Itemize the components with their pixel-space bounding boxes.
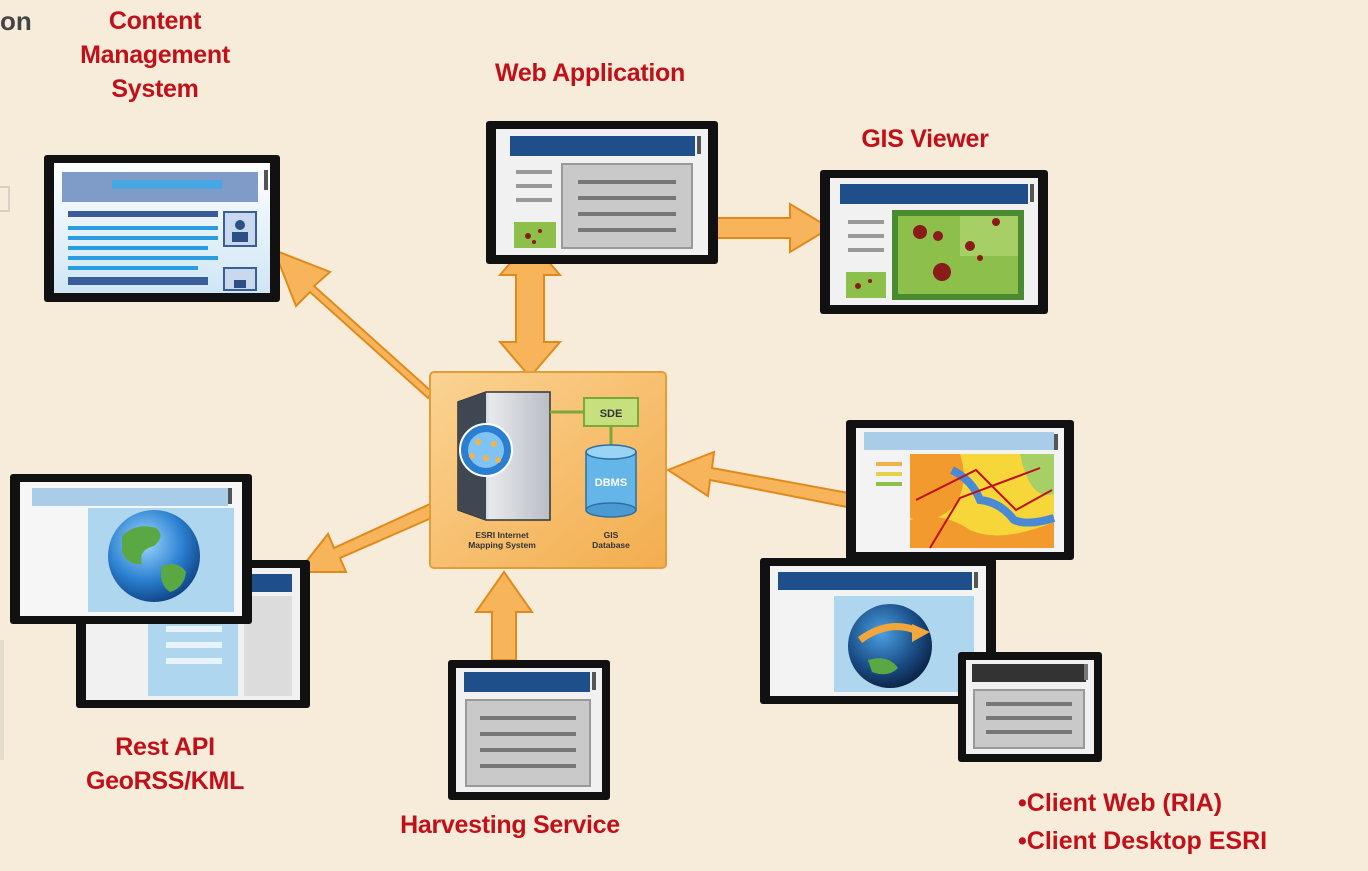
rest-api-front-window [10,474,252,624]
cms-label-line: Management [80,41,230,69]
arrow-from-clients [665,450,856,510]
arrow-from-harvesting [474,570,534,661]
db-caption-line: GIS [604,530,619,540]
client-list: Client Web (RIA) Client Desktop ESRI [1018,784,1267,860]
cms-label: Content Management System [40,4,270,106]
cms-label-line: System [111,75,199,103]
cms-label-line: Content [108,7,202,35]
client-small-window [958,652,1102,762]
desktop-globe-icon [848,604,932,688]
harvesting-service-window [448,660,610,800]
arrow-to-cms [272,248,434,400]
partial-slide-title: on [0,6,32,36]
web-application-label: Web Application [495,59,685,87]
client-map-window [846,420,1074,560]
arrow-to-gis-viewer [715,202,832,254]
rest-api-label-line: Rest API [115,733,215,761]
system-caption-line: ESRI Internet [475,530,529,540]
harvesting-service-label: Harvesting Service [400,811,620,839]
client-web-item: Client Web (RIA) [1018,784,1267,822]
rest-api-label-line: GeoRSS/KML [85,767,245,795]
dbms-label: DBMS [595,477,627,489]
server-box: SDE DBMS ESRI Internet Mapping System GI… [429,371,667,569]
arrow-to-rest-api [295,502,438,573]
gis-viewer-label: GIS Viewer [861,125,989,153]
client-desktop-item: Client Desktop ESRI [1018,822,1267,860]
system-caption-line: Mapping System [468,540,536,550]
db-caption-line: Database [592,540,630,550]
globe-icon [108,510,200,602]
cms-window [44,155,280,302]
web-application-window [486,121,718,264]
database-cylinder-icon [585,444,637,518]
gis-viewer-window [820,170,1048,314]
server-tower-icon [457,391,551,521]
sde-label: SDE [600,408,623,420]
edge-decoration [0,186,10,212]
rest-api-label: Rest API GeoRSS/KML [45,730,285,798]
edge-decoration-line [0,640,4,760]
client-globe-window [760,558,996,704]
